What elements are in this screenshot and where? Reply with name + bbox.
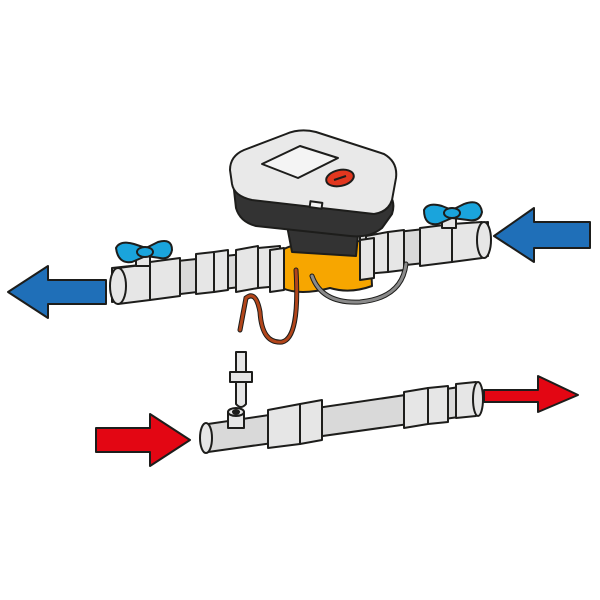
butterfly-handle-icon [423,201,483,226]
meter-button-icon [325,168,355,188]
right-ball-valve [419,201,492,267]
sensor-cables [237,261,409,345]
return-outlet-arrow [7,265,107,319]
supply-inlet-arrow [95,413,191,467]
left-union-fitting [195,245,281,295]
temperature-sensor-probe [229,351,253,408]
sensor-tee-fitting [227,407,245,429]
meter-display [261,145,339,179]
supply-pipe-assembly [199,381,484,454]
return-inlet-arrow [493,207,591,263]
supply-union-fitting-1 [267,399,323,449]
supply-union-fitting-2 [403,381,484,429]
heat-meter [229,129,398,257]
return-pipe-assembly [109,201,492,305]
optical-port-icon [308,200,324,210]
butterfly-handle-icon [115,240,173,264]
left-ball-valve [109,240,181,305]
supply-outlet-arrow [483,375,579,413]
